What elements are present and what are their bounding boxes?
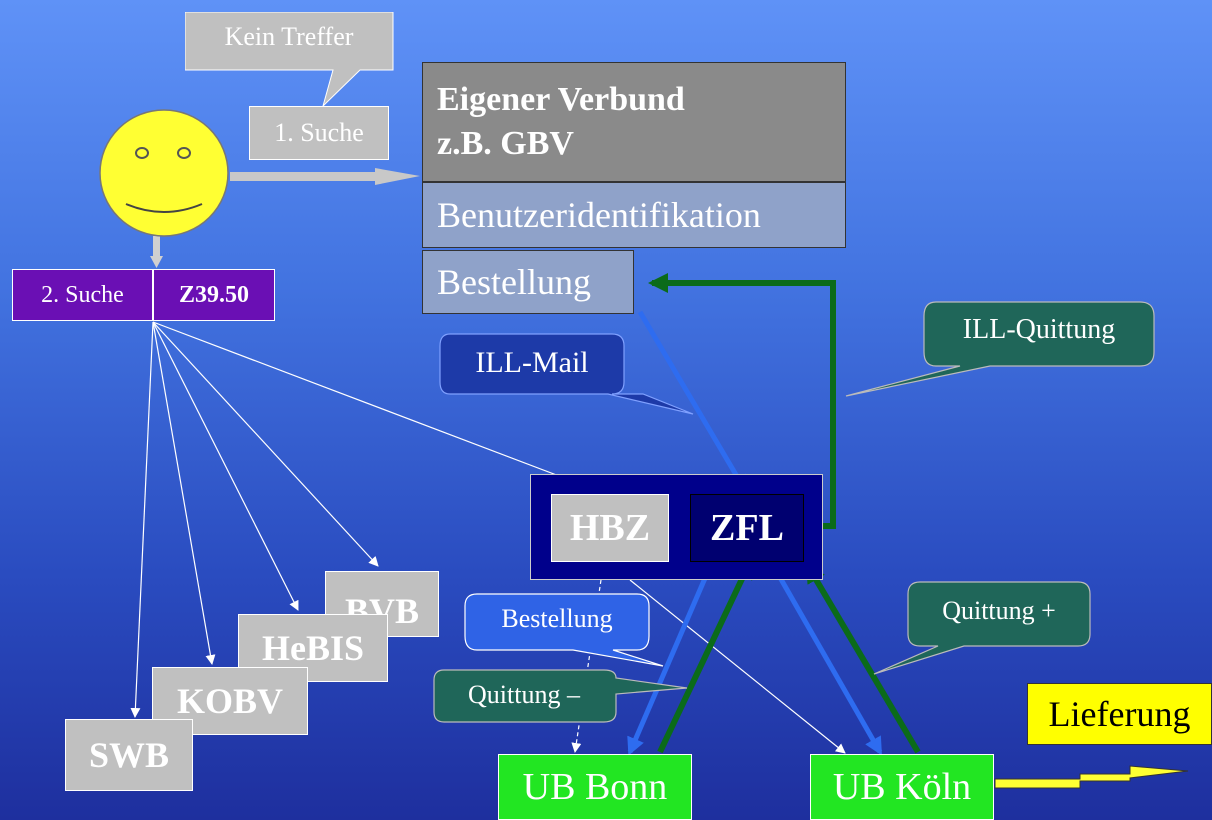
green-receipt-arrows: [648, 273, 921, 754]
zfl-box: ZFL: [690, 494, 804, 562]
target-hebis-label: HeBIS: [261, 628, 365, 668]
z3950-box: Z39.50: [153, 269, 275, 321]
lieferung-label: Lieferung: [1048, 694, 1191, 734]
ub-bonn-label: UB Bonn: [522, 766, 668, 808]
verbund-bestellung-label: Bestellung: [437, 262, 591, 302]
quittung-minus-label: Quittung –: [468, 680, 580, 709]
quittung-minus-bubble-shape: [433, 669, 688, 723]
ub-bonn-box: UB Bonn: [498, 754, 692, 820]
bestellung-bubble-label: Bestellung: [501, 604, 613, 633]
ill-mail-label: ILL-Mail: [475, 346, 589, 379]
bestellung-bubble-shape: [464, 593, 664, 667]
hbz-label: HBZ: [569, 507, 651, 549]
zfl-label: ZFL: [710, 507, 784, 549]
quittung-plus-bubble-shape: [873, 581, 1091, 675]
ub-koeln-box: UB Köln: [810, 754, 994, 820]
zweite-suche-label: 2. Suche: [41, 281, 124, 308]
smiley-user-icon: [99, 109, 229, 237]
benutzeridentifikation-box: Benutzeridentifikation: [422, 182, 846, 248]
z3950-label: Z39.50: [178, 281, 249, 308]
ub-koeln-label: UB Köln: [832, 766, 972, 808]
erste-suche-label: 1. Suche: [274, 118, 364, 147]
lieferung-box: Lieferung: [1027, 683, 1212, 745]
target-swb-box: SWB: [65, 719, 193, 791]
ill-quittung-bubble-shape: [845, 301, 1155, 397]
ill-mail-bubble-shape: [439, 333, 694, 415]
target-kobv-label: KOBV: [176, 681, 283, 721]
target-swb-label: SWB: [88, 735, 170, 775]
callout-shape: [185, 12, 394, 107]
smiley-to-search-arrow: [150, 236, 163, 268]
kein-treffer-label: Kein Treffer: [224, 22, 354, 51]
z3950-fanout-lines: [130, 321, 605, 718]
benutzeridentifikation-label: Benutzeridentifikation: [437, 195, 761, 235]
verbund-title-box: Eigener Verbund z.B. GBV: [422, 62, 846, 182]
smiley-to-verbund-arrow: [230, 168, 420, 185]
verbund-title-line2: z.B. GBV: [437, 125, 574, 162]
quittung-plus-label: Quittung +: [942, 596, 1056, 625]
ill-quittung-label: ILL-Quittung: [962, 314, 1116, 345]
blue-order-arrows: [627, 310, 883, 756]
lieferung-arrow: [994, 765, 1189, 789]
zweite-suche-box: 2. Suche: [12, 269, 153, 321]
erste-suche-box: 1. Suche: [249, 106, 389, 160]
verbund-title-line1: Eigener Verbund: [437, 81, 685, 118]
hbz-box: HBZ: [551, 494, 669, 562]
verbund-bestellung-box: Bestellung: [422, 250, 634, 314]
